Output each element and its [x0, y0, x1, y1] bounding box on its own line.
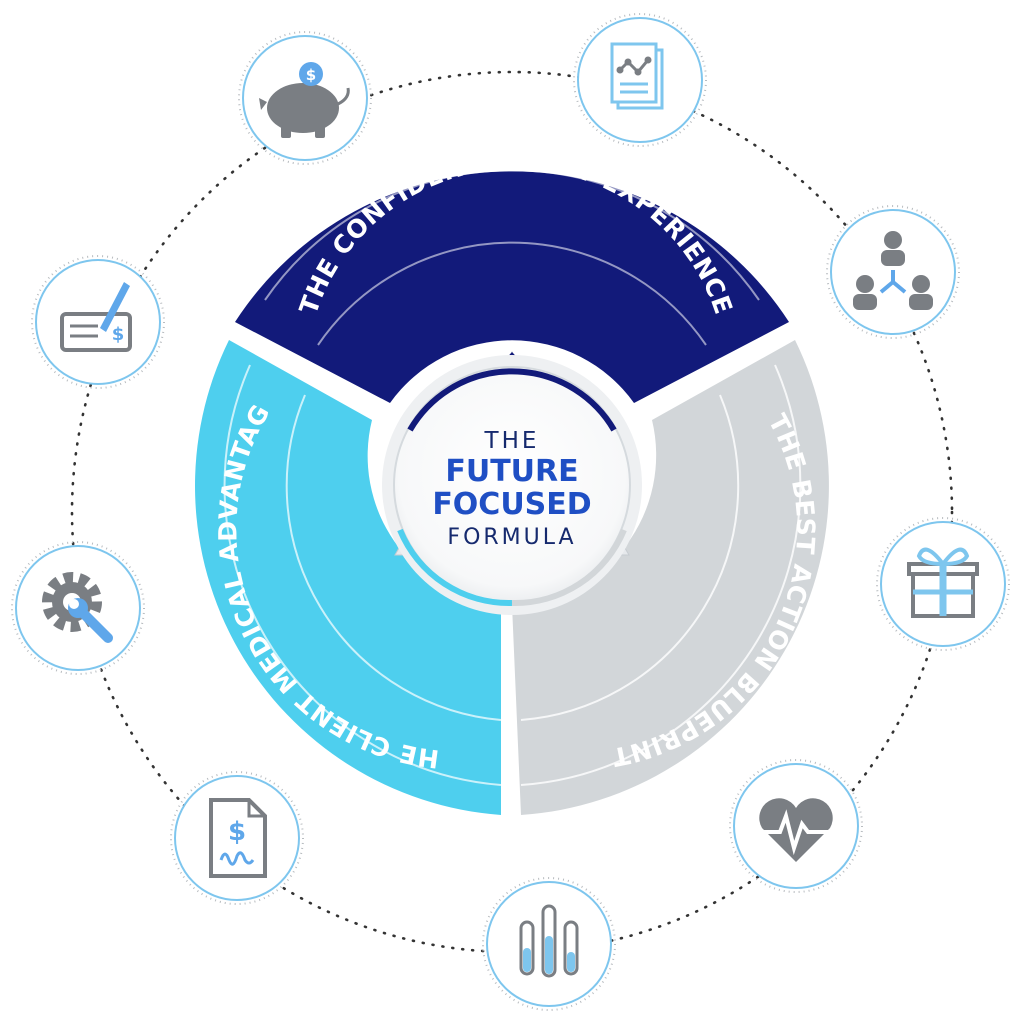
- team-network-icon[interactable]: [826, 205, 960, 339]
- svg-text:$: $: [306, 66, 316, 84]
- guide-arc-right-inner: [520, 394, 740, 721]
- report-chart-icon[interactable]: [573, 13, 707, 147]
- segment-left[interactable]: [195, 340, 502, 815]
- segment-top[interactable]: [235, 171, 789, 403]
- center-hub: THE FUTURE FOCUSED FORMULA: [382, 355, 642, 615]
- svg-text:$: $: [228, 817, 246, 847]
- gear-wrench-icon[interactable]: [11, 541, 145, 675]
- guide-arc-top-inner: [317, 241, 707, 346]
- center-line-formula: FORMULA: [447, 525, 576, 550]
- gift-icon[interactable]: [876, 517, 1010, 651]
- test-tubes-icon[interactable]: [482, 877, 616, 1011]
- signed-document-icon[interactable]: $: [170, 771, 304, 905]
- center-line-the: THE: [484, 428, 540, 454]
- svg-text:$: $: [112, 324, 125, 345]
- guide-arc-left-outer: [223, 364, 502, 786]
- center-line-future: FUTURE: [445, 454, 578, 489]
- piggy-bank-icon[interactable]: $: [238, 31, 372, 165]
- check-pen-icon[interactable]: $: [31, 255, 165, 389]
- center-line-focused: FOCUSED: [432, 487, 591, 522]
- icon-bubbles: $: [11, 13, 1010, 1011]
- segment-right[interactable]: [512, 340, 829, 815]
- guide-arc-right-outer: [520, 364, 802, 786]
- guide-arc-top-outer: [264, 169, 760, 301]
- heart-pulse-icon[interactable]: [729, 759, 863, 893]
- guide-arc-left-inner: [285, 394, 502, 721]
